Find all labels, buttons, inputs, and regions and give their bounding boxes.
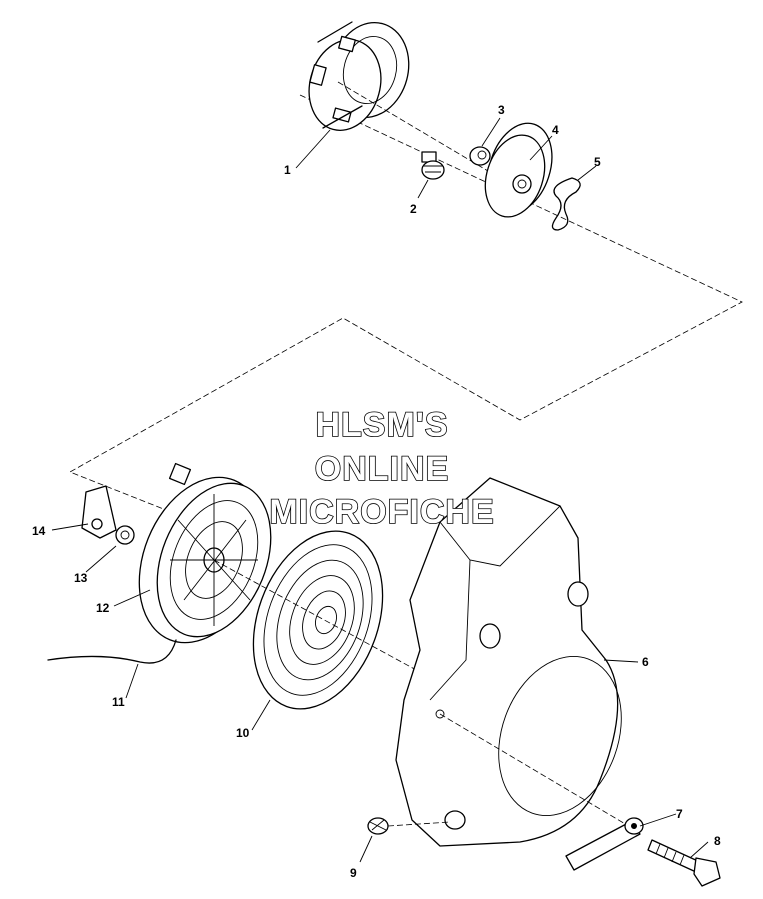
part-2-bolt	[421, 151, 445, 180]
callout-1: 1	[284, 163, 291, 177]
watermark-line-3: MICROFICHE	[269, 493, 494, 531]
axis-line-lower	[439, 713, 633, 829]
part-3-nut	[469, 146, 491, 166]
part-7-washer	[565, 817, 644, 871]
part-4-ratchet-plate	[484, 122, 553, 218]
callout-14: 14	[32, 524, 46, 538]
part-11-starter-rope	[47, 639, 177, 664]
callout-6: 6	[642, 655, 649, 669]
part-5-spring-clip	[551, 177, 581, 231]
part-13-bushing	[115, 525, 135, 545]
callout-13: 13	[74, 571, 88, 585]
part-6-fan-cover	[395, 477, 622, 847]
callout-10: 10	[236, 726, 250, 740]
leader-lines	[51, 117, 709, 863]
callout-3: 3	[498, 103, 505, 117]
callout-8: 8	[714, 834, 721, 848]
callout-11: 11	[112, 695, 125, 709]
part-9-screw	[367, 817, 389, 835]
callout-12: 12	[96, 601, 110, 615]
part-8-bolt	[647, 839, 721, 887]
part-14-bracket	[81, 485, 117, 539]
watermark-line-1: HLSM'S	[315, 406, 448, 444]
axis-line-middle	[213, 559, 421, 673]
part-1-starter-cup	[308, 21, 410, 131]
watermark: HLSM'S ONLINE MICROFICHE	[269, 405, 495, 532]
watermark-line-2: ONLINE	[315, 450, 449, 488]
callout-9: 9	[350, 866, 357, 880]
callout-4: 4	[552, 123, 559, 137]
assembly-outline	[69, 94, 743, 511]
axis-line-part9	[387, 821, 451, 827]
callout-5: 5	[594, 155, 601, 169]
callout-2: 2	[410, 202, 417, 216]
callout-7: 7	[676, 807, 683, 821]
part-10-recoil-spring	[252, 530, 384, 710]
